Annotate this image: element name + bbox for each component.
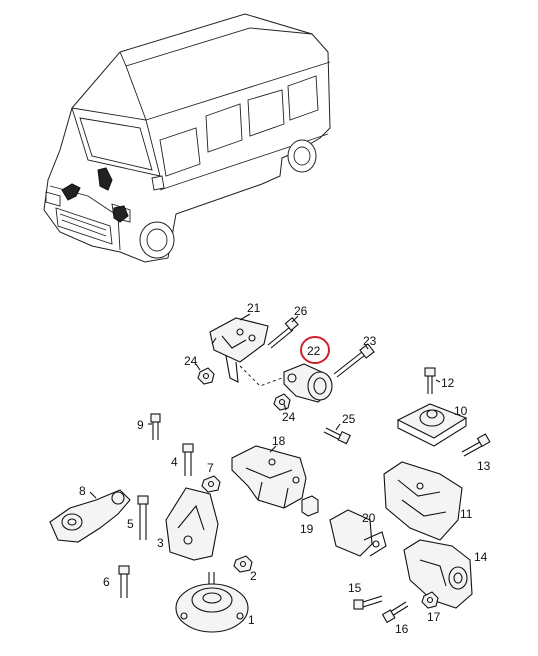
highlight-ring-22: [300, 336, 330, 364]
part-19-pad: [301, 495, 319, 517]
part-2-nut: [233, 555, 253, 573]
part-24-nut-upper: [197, 367, 215, 385]
callout-9: 9: [137, 418, 144, 432]
leader-8: [89, 491, 97, 499]
leader-12: [435, 379, 441, 383]
part-18-bracket: [231, 445, 307, 509]
part-17-nut: [421, 591, 439, 609]
callout-15: 15: [348, 581, 362, 595]
part-7-nut: [201, 475, 221, 493]
leader-24-lower: [283, 403, 287, 411]
callout-13: 13: [477, 459, 491, 473]
callout-19: 19: [300, 522, 314, 536]
part-6-bolt: [118, 565, 130, 598]
part-4-bolt: [182, 443, 194, 476]
part-10-mount-plate: [396, 403, 468, 447]
callout-8: 8: [79, 484, 86, 498]
part-3-mount-bracket: [165, 487, 219, 561]
callout-labels: 21 26 22 23 24 24 12 10 25 9 18 13 4 7 8…: [79, 301, 491, 636]
leader-23: [365, 345, 369, 350]
part-22-bushing-mount: [283, 363, 333, 403]
leader-25: [335, 423, 341, 431]
callout-14: 14: [474, 550, 488, 564]
assembly-dashed-line: [239, 365, 283, 387]
callout-23: 23: [363, 334, 377, 348]
callout-24-upper: 24: [184, 354, 198, 368]
callout-5: 5: [127, 517, 134, 531]
part-23-bolt: [333, 343, 375, 378]
leader-18: [269, 445, 277, 453]
part-14-bracket: [403, 539, 473, 609]
leader-21: [239, 313, 251, 321]
part-8-torque-strut: [49, 489, 131, 543]
leader-24-upper: [195, 363, 201, 371]
callout-11: 11: [460, 507, 473, 521]
part-20-block: [329, 509, 387, 557]
callout-3: 3: [157, 536, 164, 550]
part-5-bolt: [137, 495, 149, 540]
callout-26: 26: [294, 304, 308, 318]
part-1-round-mount: [175, 572, 249, 633]
callout-10: 10: [454, 404, 468, 418]
part-9-bolt: [150, 413, 161, 440]
callout-17: 17: [427, 610, 441, 624]
callout-25: 25: [342, 412, 356, 426]
callout-2: 2: [250, 569, 257, 583]
part-12-bolt: [424, 367, 436, 394]
callout-4: 4: [171, 455, 178, 469]
callout-24-lower: 24: [282, 410, 296, 424]
callout-21: 21: [247, 301, 261, 315]
part-25-bolt: [323, 427, 351, 445]
part-15-bolt: [353, 595, 383, 610]
callout-12: 12: [441, 376, 455, 390]
part-24-nut-lower: [273, 393, 291, 411]
callout-6: 6: [103, 575, 110, 589]
part-11-bracket: [383, 461, 463, 541]
callout-18: 18: [272, 434, 286, 448]
part-13-bolt: [461, 433, 491, 457]
part-21-upper-bracket: [209, 317, 269, 383]
callout-7: 7: [207, 461, 214, 475]
part-26-bolt: [267, 316, 299, 349]
callout-22: 22: [307, 344, 321, 358]
van-illustration: [43, 13, 331, 263]
callout-1: 1: [248, 613, 255, 627]
callout-20: 20: [362, 511, 376, 525]
part-16-bolt: [381, 601, 409, 624]
callout-16: 16: [395, 622, 409, 636]
leader-26: [291, 315, 299, 323]
